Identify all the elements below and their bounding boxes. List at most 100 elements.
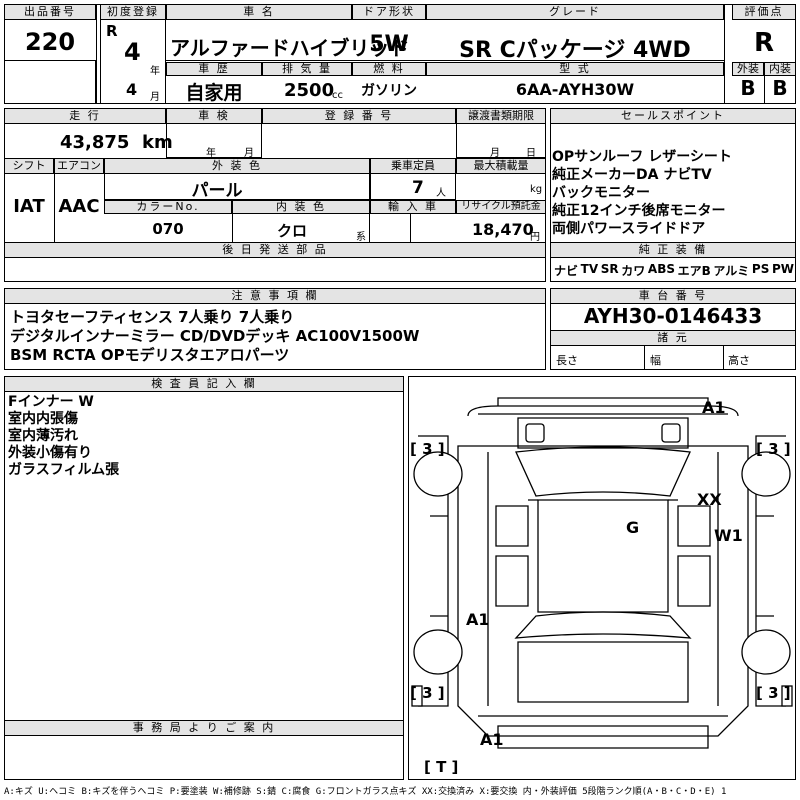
ac-value: AAC (58, 196, 100, 217)
import-label: 輸 入 車 (370, 200, 456, 214)
inspector-line: 室内薄汚れ (8, 428, 78, 444)
capacity-value: 7 (412, 178, 424, 198)
equip-item: カワ (621, 264, 646, 278)
load-unit: kg (530, 184, 543, 195)
score-value: R (753, 28, 775, 58)
tire-fl-value: 3 (422, 440, 433, 458)
fuel-value: ガソリン (361, 83, 417, 99)
transfer-label: 譲渡書類期限 (456, 108, 546, 124)
equip-item: PS (751, 262, 770, 276)
grade-label: グレード (426, 4, 724, 20)
recycle-unit: 円 (530, 232, 540, 243)
capacity-unit: 人 (436, 188, 446, 199)
tire-rl (413, 629, 463, 675)
note-line: トヨタセーフティセンス 7人乗り 7人乗り (10, 308, 295, 326)
spare-tire-label: [ T ] (424, 758, 459, 776)
reg-label: 初度登録 (100, 4, 166, 20)
rear-hatch (517, 641, 689, 703)
inspector-label: 検 査 員 記 入 欄 (4, 376, 404, 392)
type-label: 型 式 (426, 62, 724, 76)
transfer-day-unit: 日 (526, 148, 536, 159)
shift-label: シフト (4, 158, 54, 174)
inspector-line: Fインナー W (8, 394, 94, 410)
int-value: B (772, 76, 788, 100)
sales-line: OPサンルーフ レザーシート (552, 149, 732, 165)
capacity-label: 乗車定員 (370, 158, 456, 174)
office-label: 事 務 局 よ り ご 案 内 (4, 720, 404, 736)
recycle-label: リサイクル預託金 (456, 200, 546, 214)
ac-label: エアコン (54, 158, 104, 174)
roof (537, 499, 669, 613)
spec-label: 諸 元 (550, 330, 796, 346)
height-label: 高さ (728, 354, 750, 367)
tire-rl-value: 3 (422, 684, 433, 702)
chassis-value: AYH30-0146433 (583, 304, 763, 328)
transfer-month-unit: 月 (490, 148, 500, 159)
displacement-unit: cc (332, 90, 343, 101)
load-label: 最大積載量 (456, 158, 546, 174)
era: R (106, 22, 118, 40)
equip-item: ABS (647, 262, 675, 276)
regno-label: 登 録 番 号 (262, 108, 456, 124)
intcolor-unit: 系 (356, 232, 366, 243)
notes-lines: トヨタセーフティセンス 7人乗り 7人乗り デジタルインナーミラー CD/DVD… (10, 308, 419, 365)
colorno-label: カラーNo. (104, 200, 232, 214)
tire-rr-value: 3 (768, 684, 779, 702)
door-value: 5W (369, 32, 409, 57)
ext-label: 外装 (732, 62, 764, 76)
mark-g: G (626, 518, 640, 537)
length-label: 長さ (556, 354, 578, 367)
sales-lines: OPサンルーフ レザーシート 純正メーカーDA ナビTV バックモニター 純正1… (552, 148, 794, 238)
tire-fr-label: [ 3 ] (756, 440, 791, 458)
model-name: アルファードハイブリッド (170, 36, 410, 60)
mileage-value: 43,875 (60, 132, 130, 153)
tire-rl-label: [ 3 ] (410, 684, 445, 702)
month-unit: 月 (150, 92, 160, 103)
mark-xx: XX (697, 490, 722, 509)
equip-label: 純 正 装 備 (550, 242, 796, 258)
tire-fl-label: [ 3 ] (410, 440, 445, 458)
note-line: デジタルインナーミラー CD/DVDデッキ AC100V1500W (10, 327, 420, 345)
intcolor-label: 内 装 色 (232, 200, 370, 214)
mark-w1: W1 (714, 526, 743, 545)
reg-month: 4 (126, 80, 138, 99)
mark-a1-left: A1 (466, 610, 490, 629)
fuel-label: 燃 料 (352, 62, 426, 76)
color-value: パール (191, 181, 243, 201)
later-parts-label: 後 日 発 送 部 品 (4, 242, 546, 258)
history-value: 自家用 (185, 82, 243, 104)
chassis-label: 車 台 番 号 (550, 288, 796, 304)
notes-label: 注 意 事 項 欄 (4, 288, 546, 304)
inspector-line: ガラスフィルム張 (8, 462, 120, 478)
mark-a1-bottom: A1 (480, 730, 504, 749)
body-outline (457, 445, 749, 737)
sales-label: セールスポイント (550, 108, 796, 124)
int-label: 内装 (764, 62, 796, 76)
equip-list: ナビ TV SR カワ ABS エアB アルミ PS PW (554, 262, 794, 279)
score-label: 評価点 (732, 4, 796, 20)
sales-line: 純正12インチ後席モニター (552, 203, 726, 219)
tire-fr-value: 3 (768, 440, 779, 458)
front-bumper (497, 397, 709, 406)
mark-a1-top: A1 (702, 398, 726, 417)
sales-line: 純正メーカーDA ナビTV (552, 167, 712, 183)
equip-item: TV (580, 262, 599, 276)
history-label: 車 歴 (166, 62, 262, 76)
model-label: 車 名 (166, 4, 352, 20)
intcolor-value: クロ (276, 222, 307, 240)
door-label: ドア形状 (352, 4, 426, 20)
equip-item: アルミ (713, 264, 750, 278)
lot-empty (4, 60, 96, 104)
insp-year-unit: 年 (206, 148, 216, 159)
inspector-line: 室内内張傷 (8, 411, 78, 427)
grade-value: SR Cパッケージ 4WD (459, 38, 691, 63)
rear-bumper (497, 725, 709, 749)
lot-label: 出品番号 (4, 4, 96, 20)
rear-window (514, 611, 692, 639)
tire-fl (413, 451, 463, 497)
hood (517, 417, 689, 449)
displacement-value: 2500 (284, 80, 335, 101)
lot-number: 220 (24, 28, 76, 56)
color-label: 外 装 色 (104, 158, 370, 174)
reg-year: 4 (124, 38, 141, 66)
